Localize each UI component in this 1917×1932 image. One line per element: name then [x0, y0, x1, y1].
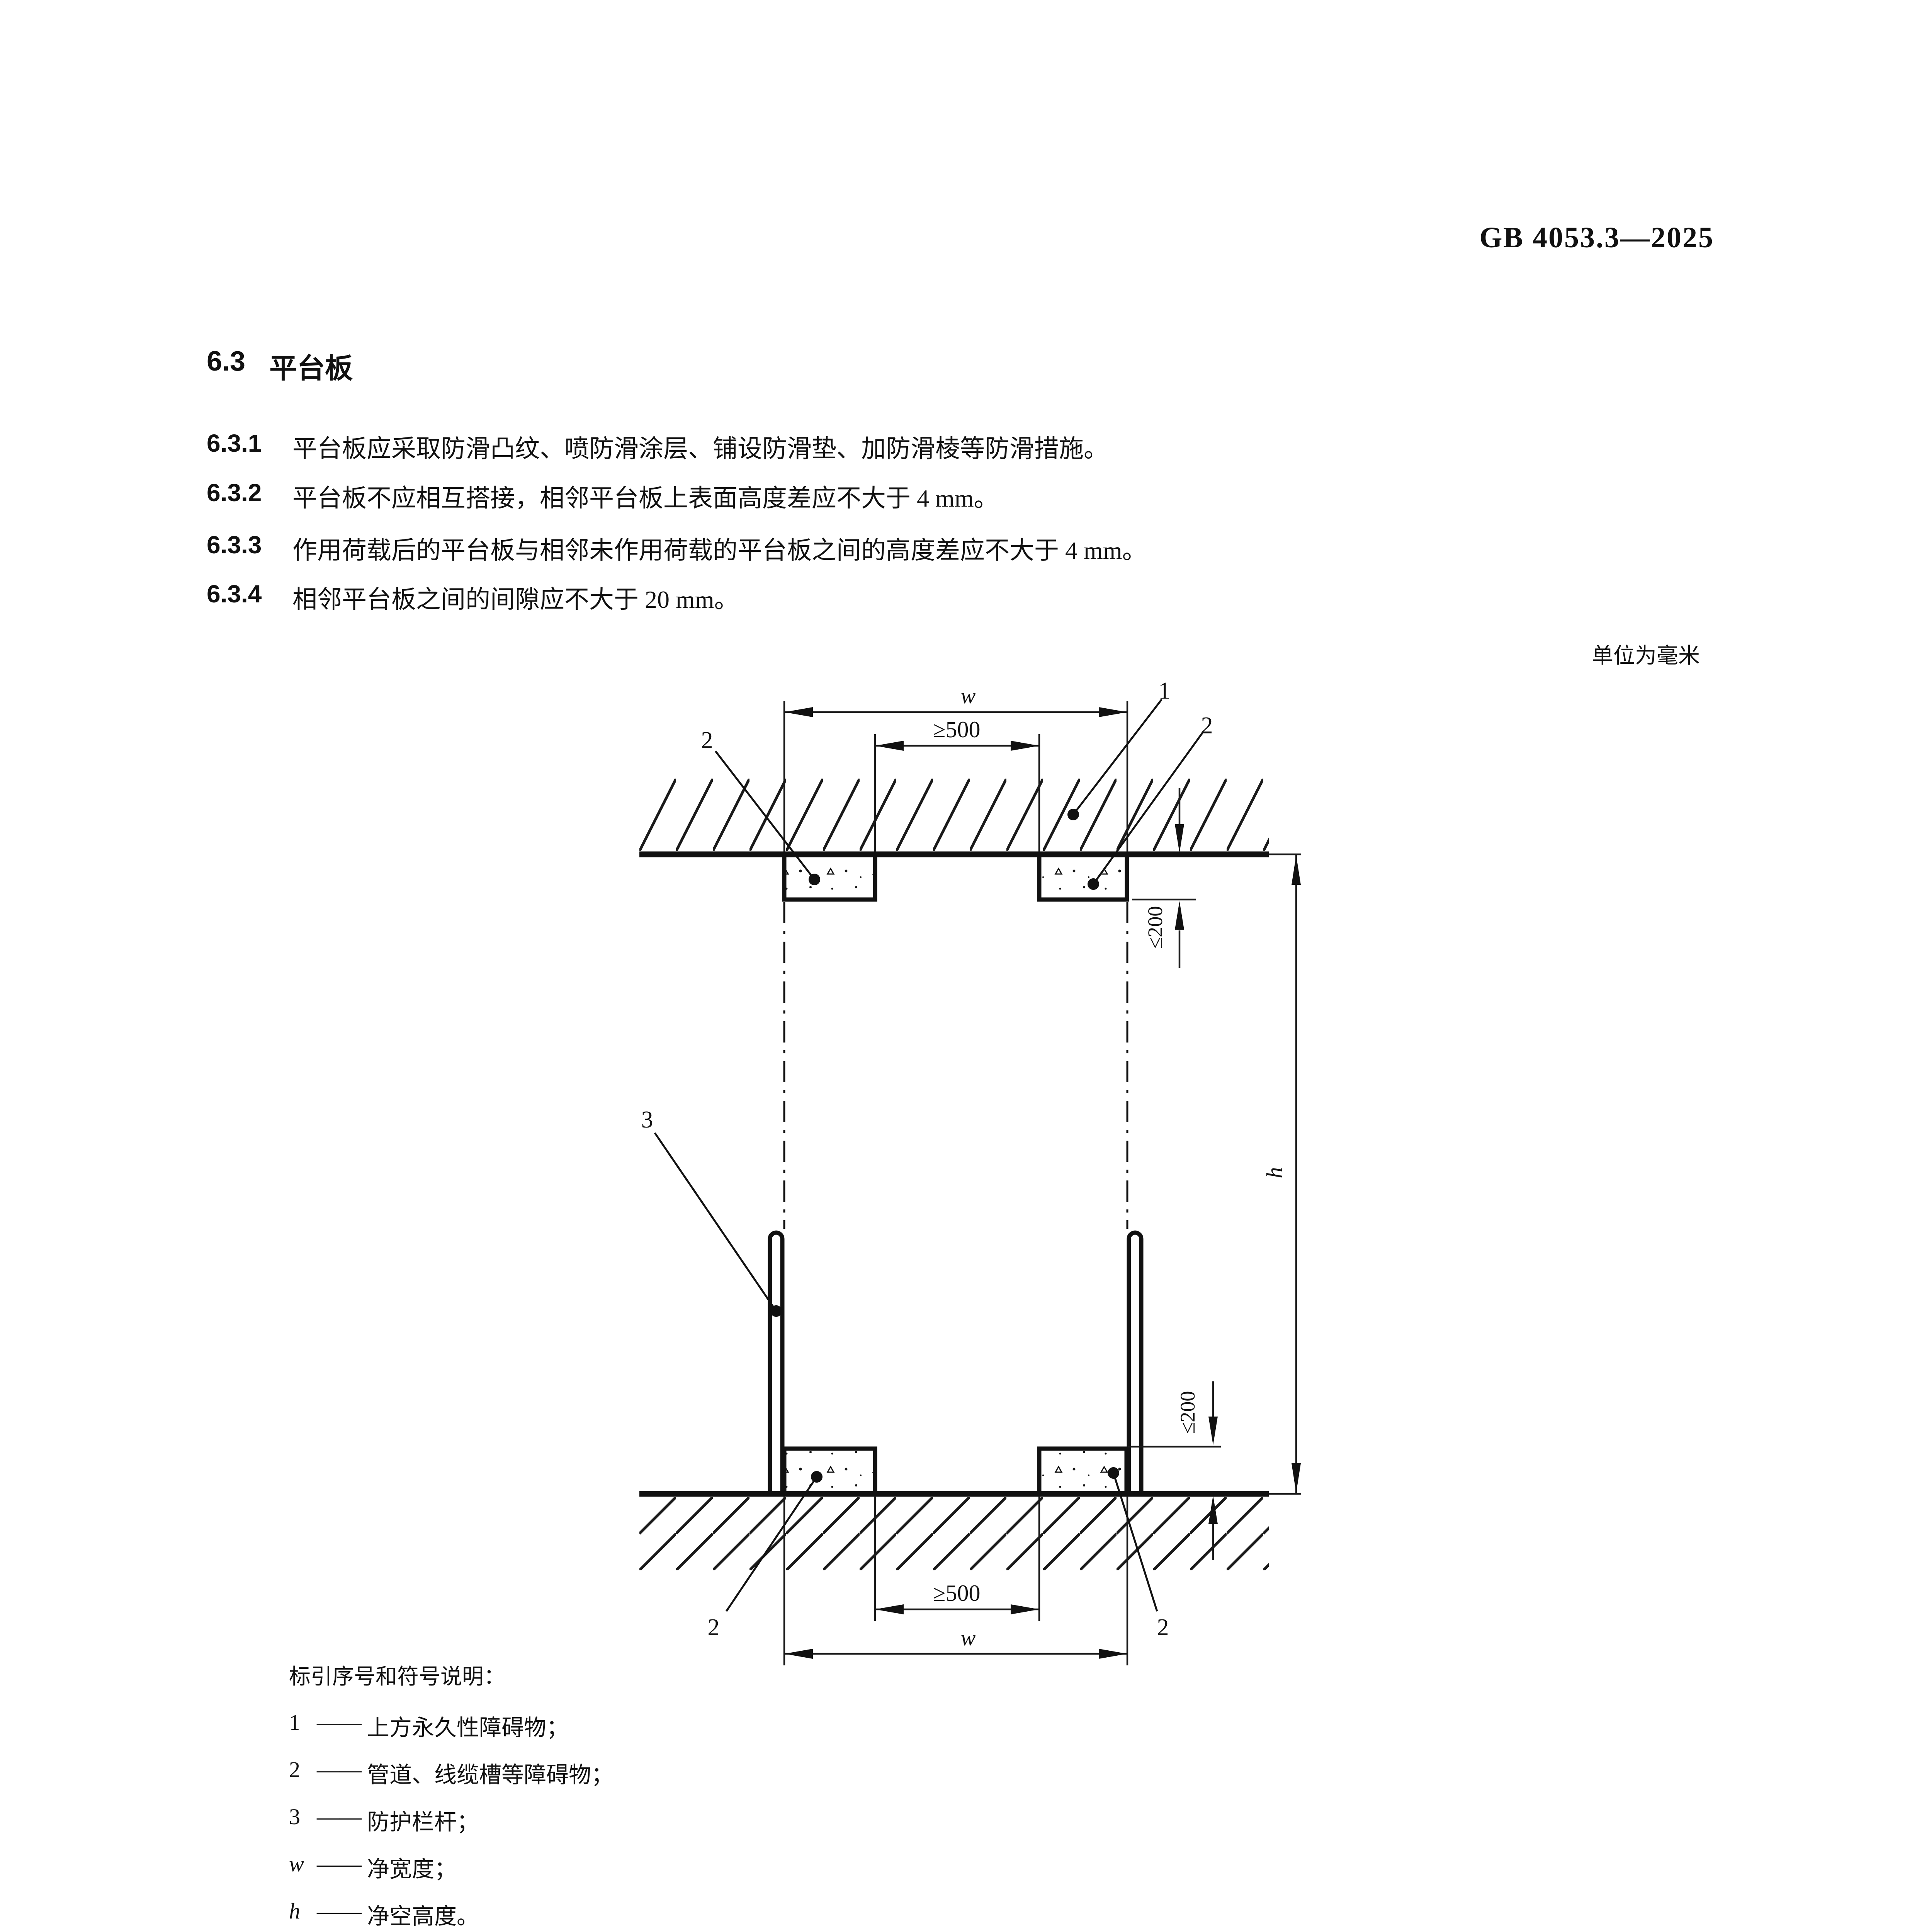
- legend-symbol: 1: [289, 1710, 300, 1735]
- ref-label-2-bottom-right: 2: [1157, 1614, 1169, 1641]
- legend-symbol: 2: [289, 1757, 300, 1782]
- arrowhead: [1292, 855, 1301, 885]
- clause-number: 6.3.3: [207, 531, 262, 559]
- legend-desc: 净空高度。: [367, 1904, 479, 1929]
- clause-number: 6.3.1: [207, 429, 262, 457]
- leader-dot: [770, 1305, 782, 1317]
- leader-2-top-right: [1092, 731, 1205, 885]
- clause-text: 相邻平台板之间的间隙应不大于 20 mm。: [292, 586, 739, 613]
- legend-desc: 净宽度；: [367, 1857, 457, 1882]
- clause-text: 平台板不应相互搭接，相邻平台板上表面高度差应不大于 4 mm。: [292, 485, 999, 512]
- legend-item-3: 3 —— 防护栏杆；: [289, 1804, 479, 1836]
- legend-desc: 管道、线缆槽等障碍物；: [367, 1762, 614, 1787]
- obstacle-top-left: [782, 852, 877, 902]
- clause-number: 6.3.2: [207, 479, 262, 507]
- ref-label-2-bottom-left: 2: [708, 1614, 720, 1641]
- legend-title: 标引序号和符号说明：: [289, 1665, 505, 1689]
- legend-symbol: 3: [289, 1804, 300, 1829]
- section-title: 平台板: [269, 353, 353, 384]
- obstacle-bottom-left: [782, 1446, 877, 1496]
- leader-dot: [1067, 809, 1079, 820]
- ref-label-3: 3: [641, 1107, 653, 1133]
- arrowhead: [875, 1604, 904, 1614]
- legend-dash: ——: [317, 1851, 362, 1876]
- legend-item-w: w —— 净宽度；: [289, 1851, 457, 1883]
- arrowhead: [1175, 824, 1184, 853]
- arrowhead: [1175, 901, 1184, 930]
- standard-code: GB 4053.3—2025: [1479, 221, 1714, 254]
- dim-w-top-label: w: [961, 683, 976, 708]
- dim-h-label: h: [1262, 1167, 1287, 1179]
- dim-w-bottom-label: w: [961, 1625, 976, 1650]
- legend-symbol: h: [289, 1898, 300, 1923]
- leader-2-bottom-right: [1112, 1473, 1158, 1612]
- clause-number: 6.3.4: [207, 580, 262, 608]
- floor-hatch: [639, 1497, 1269, 1570]
- ref-label-2-top-right: 2: [1201, 713, 1213, 739]
- dim-le200-bottom-label: ≤200: [1176, 1391, 1199, 1434]
- section-number: 6.3: [207, 346, 246, 377]
- unit-note: 单位为毫米: [1592, 644, 1700, 668]
- arrowhead: [1099, 1649, 1127, 1659]
- clause-text: 平台板应采取防滑凸纹、喷防滑涂层、铺设防滑垫、加防滑棱等防滑措施。: [292, 435, 1108, 463]
- leader-dot: [1108, 1467, 1119, 1479]
- section-heading: 6.3 平台板: [207, 345, 353, 386]
- guardrail-left: [768, 1230, 785, 1494]
- arrowhead: [784, 1649, 813, 1659]
- ref-label-1: 1: [1159, 678, 1171, 704]
- legend-symbol: w: [289, 1851, 304, 1876]
- arrowhead: [1011, 1604, 1039, 1614]
- clause-6-3-4: 6.3.4 相邻平台板之间的间隙应不大于 20 mm。: [207, 580, 1713, 615]
- dim-ge500-bottom-label: ≥500: [933, 1580, 981, 1606]
- clause-6-3-2: 6.3.2 平台板不应相互搭接，相邻平台板上表面高度差应不大于 4 mm。: [207, 478, 1713, 514]
- legend-item-1: 1 —— 上方永久性障碍物；: [289, 1709, 569, 1742]
- clause-text: 作用荷载后的平台板与相邻未作用荷载的平台板之间的高度差应不大于 4 mm。: [292, 537, 1147, 564]
- arrowhead: [1099, 707, 1127, 717]
- leader-dot: [809, 874, 820, 885]
- arrowhead: [1208, 1417, 1218, 1445]
- arrowhead: [1208, 1495, 1218, 1524]
- ref-label-2-top-left: 2: [701, 727, 713, 753]
- legend-item-2: 2 —— 管道、线缆槽等障碍物；: [289, 1757, 614, 1789]
- legend-dash: ——: [317, 1898, 362, 1923]
- arrowhead: [1011, 741, 1039, 751]
- figure-3-drawing: w ≥500 ≤200 h ≤200 ≥500: [639, 678, 1301, 1665]
- clause-6-3-1: 6.3.1 平台板应采取防滑凸纹、喷防滑涂层、铺设防滑垫、加防滑棱等防滑措施。: [207, 429, 1713, 464]
- leader-2-top-left: [715, 750, 815, 880]
- guardrail-right: [1127, 1230, 1144, 1494]
- arrowhead: [1292, 1463, 1301, 1493]
- legend-desc: 防护栏杆；: [367, 1810, 479, 1835]
- leader-2-bottom-left: [725, 1476, 818, 1612]
- leader-dot: [811, 1471, 823, 1483]
- legend-dash: ——: [317, 1804, 362, 1829]
- leader-1: [1072, 699, 1162, 815]
- ceiling-hatch: [639, 779, 1269, 851]
- dim-le200-top-label: ≤200: [1144, 906, 1167, 949]
- leader-dot: [1088, 878, 1099, 890]
- legend-dash: ——: [317, 1710, 362, 1735]
- leader-3: [654, 1132, 777, 1312]
- dim-ge500-top-label: ≥500: [933, 717, 981, 742]
- obstacle-top-right: [1037, 852, 1129, 902]
- arrowhead: [784, 707, 813, 717]
- arrowhead: [875, 741, 904, 751]
- clause-6-3-3: 6.3.3 作用荷载后的平台板与相邻未作用荷载的平台板之间的高度差应不大于 4 …: [207, 531, 1713, 566]
- legend-item-h: h —— 净空高度。: [289, 1898, 479, 1930]
- legend-desc: 上方永久性障碍物；: [367, 1715, 569, 1740]
- legend-dash: ——: [317, 1757, 362, 1782]
